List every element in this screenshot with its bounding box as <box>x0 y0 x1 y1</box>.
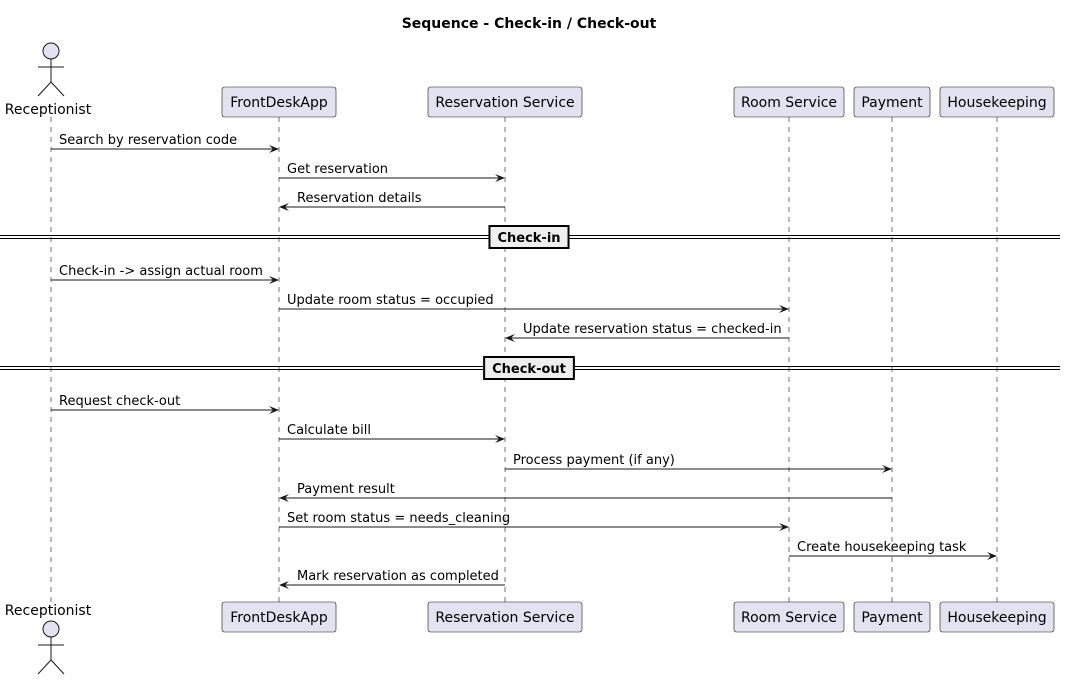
message-label: Process payment (if any) <box>513 453 675 468</box>
participant-label: FrontDeskApp <box>230 610 328 626</box>
actor-left-leg <box>37 81 52 97</box>
participant-frontdeskapp-bottom: FrontDeskApp <box>221 601 337 633</box>
message-label: Payment result <box>297 482 395 497</box>
participant-reservation-service-top: Reservation Service <box>427 86 583 118</box>
participant-room-service-bottom: Room Service <box>733 601 845 633</box>
message-label: Update room status = occupied <box>287 293 494 308</box>
message-search-by-reservation-code: Search by reservation code <box>51 133 279 153</box>
message-get-reservation: Get reservation <box>279 162 505 182</box>
participant-box <box>939 86 1055 118</box>
actor-right-leg <box>50 659 65 675</box>
participant-box <box>853 86 931 118</box>
actor-label: Receptionist <box>5 102 92 118</box>
participant-box <box>221 601 337 633</box>
participant-frontdeskapp-top: FrontDeskApp <box>221 86 337 118</box>
participant-housekeeping-bottom: Housekeeping <box>939 601 1055 633</box>
diagram-title: Sequence - Check-in / Check-out <box>402 16 657 32</box>
participant-box <box>427 86 583 118</box>
divider-label: Check-in <box>497 231 560 246</box>
divider-box <box>488 225 570 249</box>
message-label: Search by reservation code <box>59 133 237 148</box>
participant-housekeeping-top: Housekeeping <box>939 86 1055 118</box>
message-arrowhead <box>495 174 505 182</box>
message-arrowhead <box>279 581 289 589</box>
participant-label: Payment <box>861 95 923 111</box>
message-reservation-details: Reservation details <box>279 191 505 211</box>
message-label: Mark reservation as completed <box>297 569 499 584</box>
participant-label: Room Service <box>741 610 837 626</box>
divider-label: Check-out <box>492 362 566 377</box>
participant-label: Reservation Service <box>435 95 574 111</box>
participant-label: Housekeeping <box>947 95 1046 111</box>
message-label: Set room status = needs_cleaning <box>287 511 510 526</box>
participant-room-service-top: Room Service <box>733 86 845 118</box>
participant-payment-top: Payment <box>853 86 931 118</box>
message-update-room-status-occupied: Update room status = occupied <box>279 293 789 313</box>
message-check-in-assign-actual-room: Check-in -> assign actual room <box>51 264 279 284</box>
actor-head <box>42 620 60 638</box>
participant-box <box>221 86 337 118</box>
message-update-reservation-status-checked-in: Update reservation status = checked-in <box>505 322 789 342</box>
participant-payment-bottom: Payment <box>853 601 931 633</box>
divider-check-out: Check-out <box>0 356 1060 380</box>
message-arrowhead <box>269 276 279 284</box>
message-arrowhead <box>505 334 515 342</box>
actor-left-leg <box>37 659 52 675</box>
message-label: Reservation details <box>297 191 422 206</box>
message-request-check-out: Request check-out <box>51 394 279 414</box>
participant-box <box>853 601 931 633</box>
message-label: Get reservation <box>287 162 388 177</box>
participant-label: Reservation Service <box>435 610 574 626</box>
participant-label: Payment <box>861 610 923 626</box>
message-process-payment-if-any: Process payment (if any) <box>505 453 892 473</box>
message-calculate-bill: Calculate bill <box>279 423 505 443</box>
participant-box <box>733 86 845 118</box>
actor-right-leg <box>50 81 65 97</box>
message-mark-reservation-as-completed: Mark reservation as completed <box>279 569 505 589</box>
message-arrowhead <box>279 494 289 502</box>
message-label: Check-in -> assign actual room <box>59 264 263 279</box>
message-arrowhead <box>269 145 279 153</box>
message-arrowhead <box>882 465 892 473</box>
divider-check-in: Check-in <box>0 225 1060 249</box>
message-arrowhead <box>779 523 789 531</box>
actor-receptionist-bottom: Receptionist <box>5 603 92 675</box>
participant-box <box>733 601 845 633</box>
participant-box <box>427 601 583 633</box>
participant-label: Room Service <box>741 95 837 111</box>
message-arrowhead <box>269 406 279 414</box>
message-arrowhead <box>987 552 997 560</box>
participant-label: FrontDeskApp <box>230 95 328 111</box>
participant-reservation-service-bottom: Reservation Service <box>427 601 583 633</box>
message-payment-result: Payment result <box>279 482 892 502</box>
participants: ReceptionistReceptionistFrontDeskAppFron… <box>5 42 1055 675</box>
actor-head <box>42 42 60 60</box>
message-label: Calculate bill <box>287 423 371 438</box>
message-set-room-status-needs-cleaning: Set room status = needs_cleaning <box>279 511 789 531</box>
participant-box <box>939 601 1055 633</box>
message-arrowhead <box>279 203 289 211</box>
message-label: Create housekeeping task <box>797 540 967 555</box>
actor-receptionist-top: Receptionist <box>5 42 92 118</box>
message-arrowhead <box>779 305 789 313</box>
message-arrowhead <box>495 435 505 443</box>
message-create-housekeeping-task: Create housekeeping task <box>789 540 997 560</box>
message-label: Update reservation status = checked-in <box>523 322 782 337</box>
message-label: Request check-out <box>59 394 180 409</box>
actor-label: Receptionist <box>5 603 92 619</box>
divider-box <box>483 356 575 380</box>
participant-label: Housekeeping <box>947 610 1046 626</box>
